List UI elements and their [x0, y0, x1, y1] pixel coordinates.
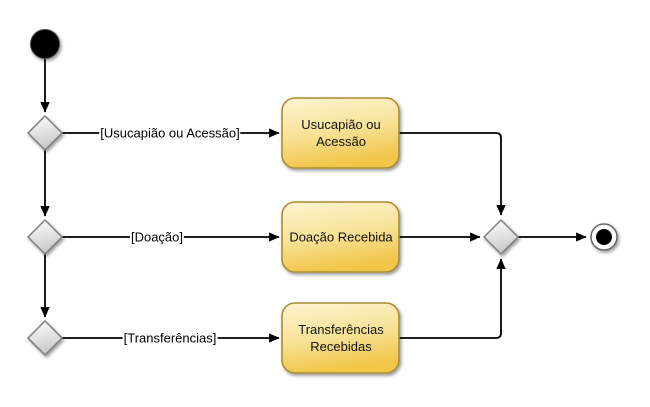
- final-node: [590, 223, 618, 251]
- activity-label-usucapiao-acessao: Usucapião ou Acessão: [285, 116, 398, 150]
- activity-label-line: Usucapião ou: [301, 117, 381, 132]
- activity-label-line: Recebidas: [310, 339, 372, 354]
- activity-label-line: Transferências: [298, 322, 384, 337]
- guard-label-transferencias: [Transferências]: [122, 330, 218, 346]
- edge-activity3-to-merge: [399, 258, 506, 339]
- decision-diamond-1: [26, 114, 64, 152]
- guard-label-doacao: [Doação]: [129, 229, 185, 245]
- guard-label-usucapiao-acessao: [Usucapião ou Acessão]: [99, 125, 241, 141]
- activity-label-transferencias-recebidas: Transferências Recebidas: [285, 321, 398, 355]
- final-node-inner-dot: [596, 229, 612, 245]
- activity-label-line: Acessão: [316, 134, 366, 149]
- edge-activity1-to-merge: [399, 132, 506, 216]
- decision-diamond-3: [26, 319, 64, 357]
- activity-box-doacao-recebida: [281, 201, 400, 273]
- activity-box-transferencias-recebidas: [281, 302, 400, 374]
- initial-node: [30, 29, 60, 59]
- decision-diamond-2: [26, 218, 64, 256]
- merge-diamond: [482, 218, 520, 256]
- activity-label-doacao-recebida: Doação Recebida: [285, 229, 398, 246]
- activity-box-usucapiao-acessao: [281, 97, 400, 169]
- activity-label-line: Doação Recebida: [289, 229, 393, 245]
